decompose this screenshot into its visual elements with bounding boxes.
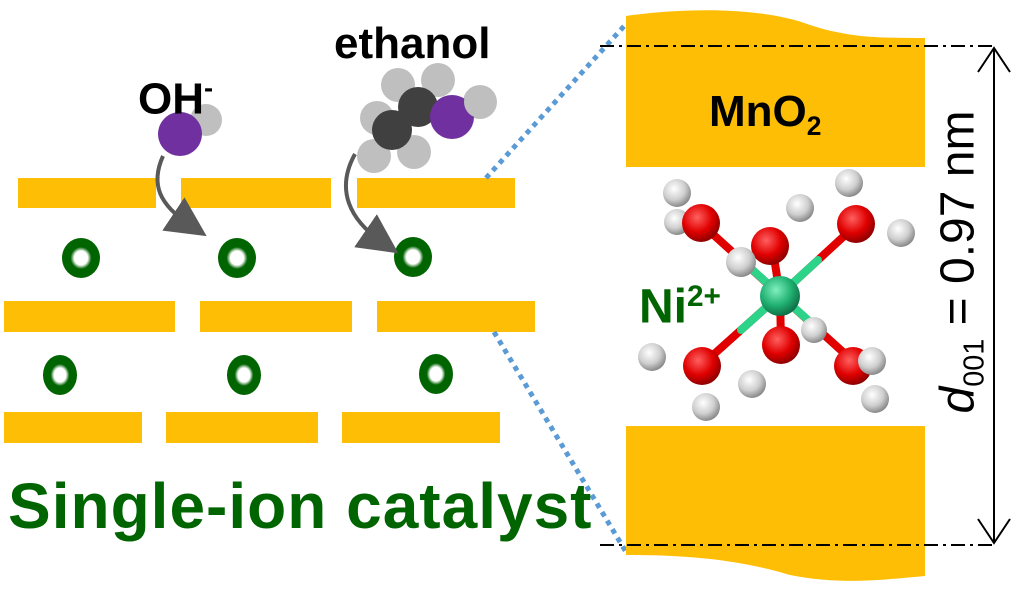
d-subscript: 001 <box>958 338 991 387</box>
mno2-slab <box>357 178 515 208</box>
mno2-bottom-slab <box>626 426 925 581</box>
layer-row-1 <box>18 178 515 208</box>
hydrogen-atom <box>726 247 756 277</box>
mno2-slab <box>18 178 156 208</box>
hydrogen-atom <box>638 343 666 371</box>
hydroxide-label: OH- <box>138 74 213 121</box>
ni-ion <box>227 355 261 395</box>
nickel-charge: 2+ <box>687 280 721 313</box>
mno2-top-slab <box>626 10 925 168</box>
hydrogen-atom <box>858 347 886 375</box>
mno2-formula: MnO <box>709 87 807 136</box>
d-spacing-label: d001 = 0.97 nm <box>931 110 991 414</box>
mno2-slab <box>166 412 318 443</box>
oxygen-atom <box>683 347 721 385</box>
ni-ion <box>218 238 256 278</box>
mno2-slab <box>377 301 535 332</box>
insertion-arrow-oh <box>155 155 207 237</box>
oxygen-atom <box>430 95 474 139</box>
hydrogen-atom <box>786 194 814 222</box>
hydrogen-atom <box>887 219 915 247</box>
layer-row-2 <box>4 301 535 332</box>
oxygen-atom <box>682 204 720 242</box>
nickel-ion-label: Ni2+ <box>639 282 721 331</box>
hydrogen-atom <box>663 179 691 207</box>
mno2-label: MnO2 <box>709 90 821 140</box>
zoom-line-bottom <box>491 330 629 554</box>
hydroxide-formula: OH <box>138 74 204 124</box>
oxygen-atom <box>837 205 875 243</box>
d-value: = 0.97 nm <box>931 110 985 339</box>
ni-ions <box>43 237 453 395</box>
hydroxide-charge: - <box>204 72 214 103</box>
ethanol-label: ethanol <box>334 19 491 68</box>
ni-hexaaqua-complex <box>638 169 915 421</box>
mno2-slab <box>4 412 142 443</box>
mno2-slab <box>181 178 331 208</box>
oxygen-atom <box>762 326 800 364</box>
hydrogen-atom <box>692 393 720 421</box>
oxygen-atom <box>158 112 202 156</box>
mno2-subscript: 2 <box>806 111 822 142</box>
layer-row-3 <box>4 412 500 443</box>
mno2-slab <box>342 412 500 443</box>
carbon-atom <box>372 110 412 150</box>
hydroxide-molecule <box>158 104 222 156</box>
oxygen-atom <box>751 227 789 265</box>
hydrogen-atom <box>861 385 889 413</box>
ni-ion <box>419 354 453 394</box>
nickel-atom <box>760 276 800 316</box>
ni-ion <box>62 238 100 278</box>
hydrogen-atom <box>464 86 496 118</box>
hydrogen-atom <box>738 370 766 398</box>
carbon-atom <box>398 87 438 127</box>
hydrogen-atom <box>835 169 863 197</box>
d-symbol: d <box>931 386 985 414</box>
ni-ion <box>43 355 77 395</box>
zoom-line-top <box>484 22 628 180</box>
hydrogen-atom <box>801 317 827 343</box>
ethanol-molecule <box>357 63 497 173</box>
d-spacing-arrow <box>977 46 1011 545</box>
mno2-slab <box>4 301 175 332</box>
insertion-arrow-ethanol <box>344 153 399 254</box>
nickel-symbol: Ni <box>639 280 687 334</box>
title-label: Single-ion catalyst <box>8 470 593 542</box>
ni-ion <box>394 237 432 277</box>
mno2-slab <box>200 301 352 332</box>
hydrogen-atom <box>421 63 455 97</box>
